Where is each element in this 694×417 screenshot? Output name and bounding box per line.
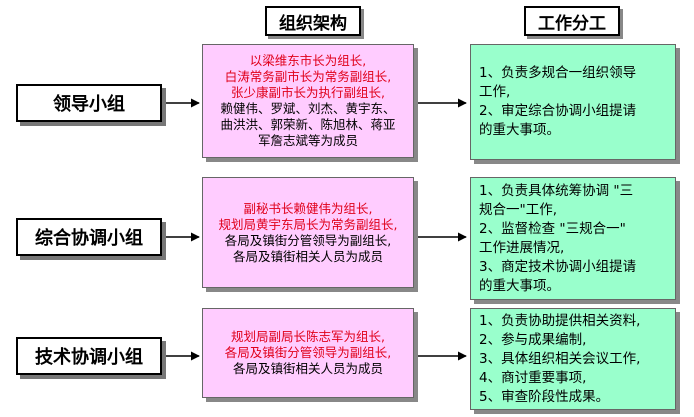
org-box-technical: 规划局副局长陈志军为组长, 各局及镇街分管领导为副组长, 各局及镇街相关人员为成… [202, 308, 414, 398]
org-line: 副秘书长赖健伟为组长, [243, 200, 373, 216]
header-org-structure: 组织架构 [265, 6, 361, 36]
task-line: 工作进展情况, [479, 239, 565, 256]
org-box-coordination: 副秘书长赖健伟为组长, 规划局黄宇东局长为常务副组长, 各局及镇街分管领导为副组… [202, 177, 414, 288]
task-line: 3、具体组织相关会议工作, [479, 350, 641, 367]
org-line: 白涛常务副市长为常务副组长, [224, 69, 392, 84]
task-line: 2、审定综合协调小组提请 [479, 103, 637, 119]
task-line: 的重大事项。 [479, 277, 560, 294]
task-box-leadership: 1、负责多规合一组织领导 工作, 2、审定综合协调小组提请 的重大事项。 [470, 44, 676, 160]
task-line: 规合一"工作, [479, 201, 558, 218]
org-line: 规划局副局长陈志军为组长, [231, 329, 385, 344]
task-line: 1、负责协助提供相关资料, [479, 312, 641, 329]
org-line: 各局及镇街分管领导为副组长, [224, 232, 392, 248]
header-division-of-work: 工作分工 [524, 6, 620, 36]
org-line: 规划局黄宇东局长为常务副组长, [218, 216, 398, 232]
task-box-technical: 1、负责协助提供相关资料, 2、参与成果编制, 3、具体组织相关会议工作, 4、… [470, 308, 676, 410]
task-line: 3、商定技术协调小组提请 [479, 258, 637, 275]
task-line: 4、商讨重要事项, [479, 369, 587, 386]
task-line: 5、审查阶段性成果。 [479, 388, 610, 405]
task-line: 2、监督检查 "三规合一" [479, 220, 626, 237]
org-line: 赖健伟、罗斌、刘杰、黄宇东、 [220, 101, 396, 116]
group-technical: 技术协调小组 [16, 337, 162, 375]
org-line: 各局及镇街分管领导为副组长, [224, 345, 392, 360]
org-line: 张少康副市长为执行副组长, [231, 85, 385, 100]
task-line: 2、参与成果编制, [479, 331, 587, 348]
org-box-leadership: 以梁维东市长为组长, 白涛常务副市长为常务副组长, 张少康副市长为执行副组长, … [202, 44, 414, 158]
org-line: 军詹志斌等为成员 [257, 133, 358, 148]
org-line: 曲洪洪、郭荣新、陈旭林、蒋亚 [220, 117, 396, 132]
group-leadership: 领导小组 [16, 84, 162, 122]
org-line: 各局及镇街相关人员为成员 [232, 248, 383, 264]
task-box-coordination: 1、负责具体统筹协调 "三 规合一"工作, 2、监督检查 "三规合一" 工作进展… [470, 177, 676, 300]
task-line: 工作, [479, 84, 511, 100]
org-line: 以梁维东市长为组长, [249, 53, 367, 68]
group-coordination: 综合协调小组 [16, 218, 162, 256]
org-line: 各局及镇街相关人员为成员 [232, 361, 383, 376]
task-line: 的重大事项。 [479, 122, 560, 138]
task-line: 1、负责具体统筹协调 "三 [479, 182, 634, 199]
task-line: 1、负责多规合一组织领导 [479, 65, 637, 81]
